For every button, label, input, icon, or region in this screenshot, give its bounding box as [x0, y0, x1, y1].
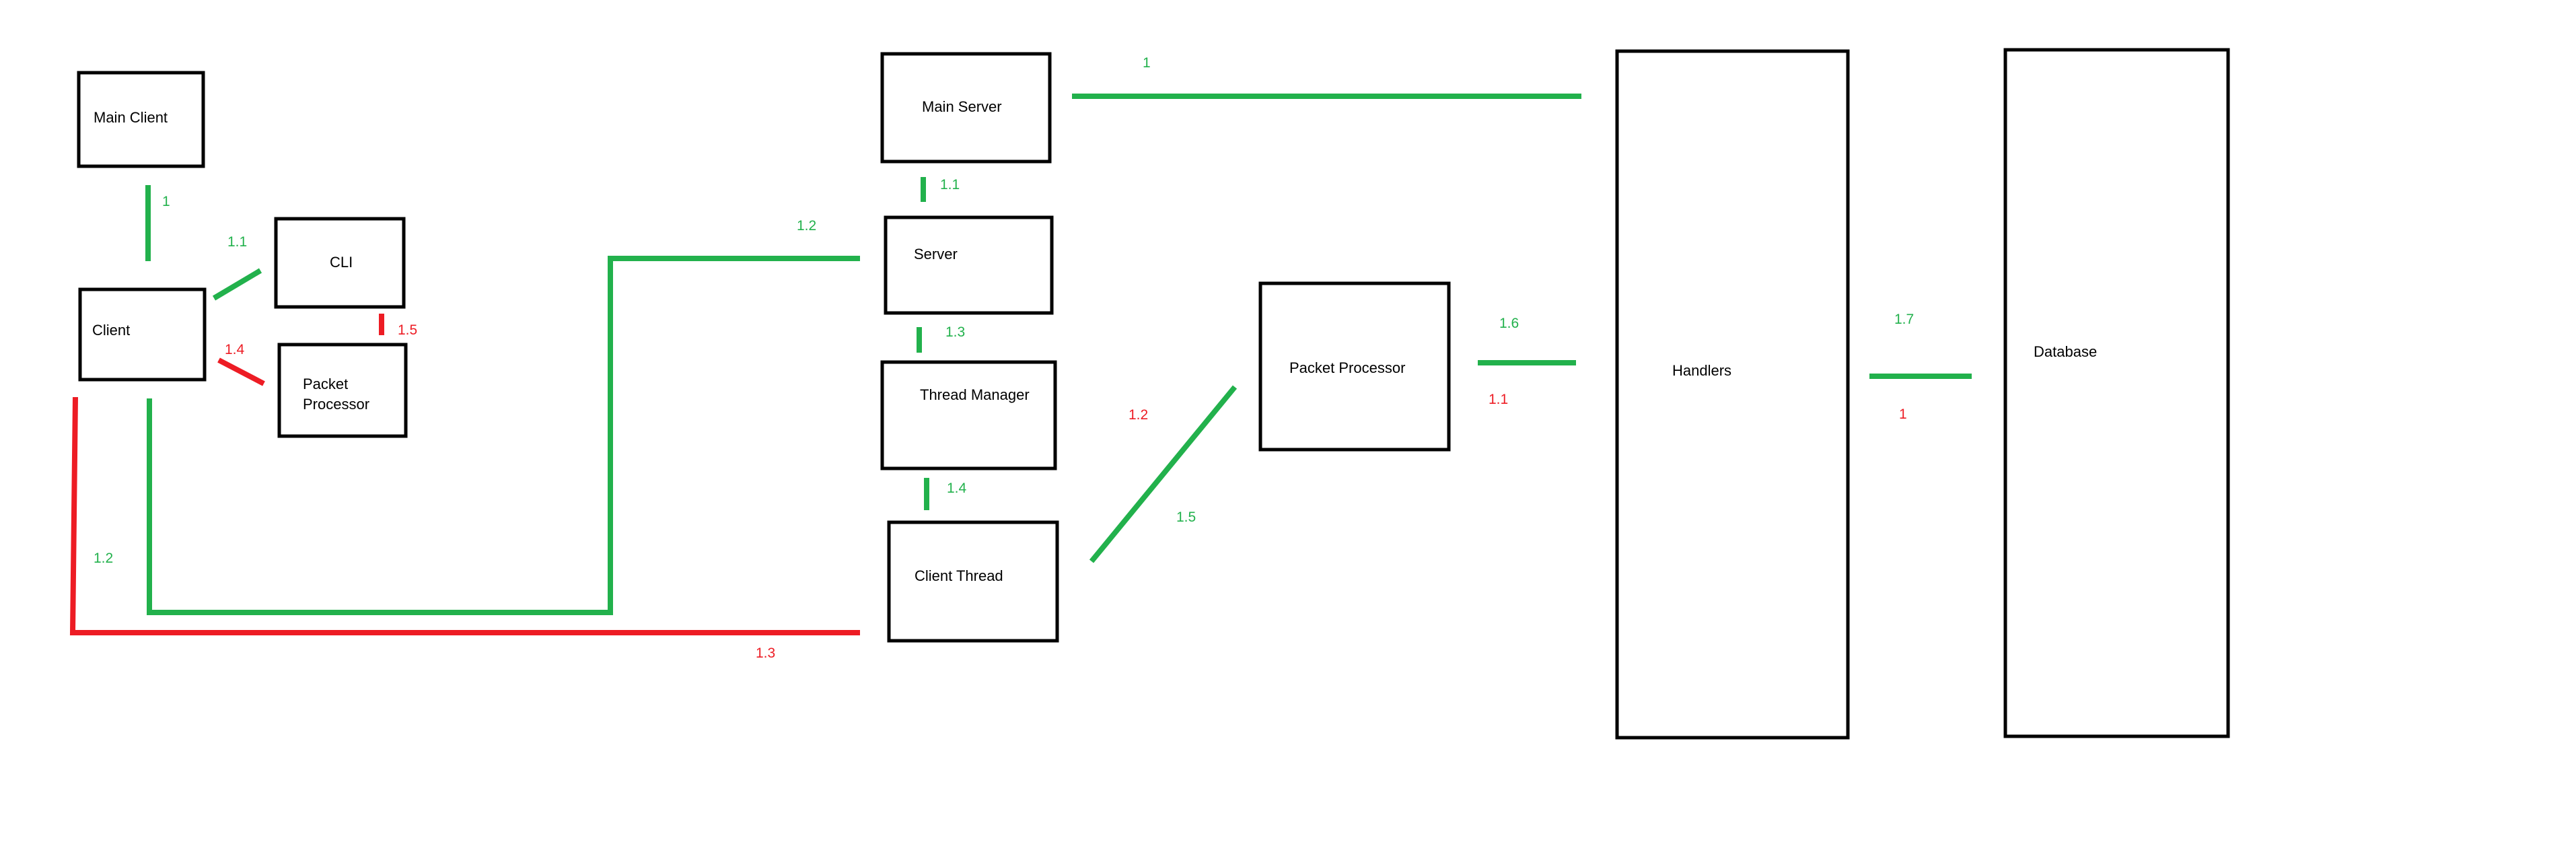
- edge-label-main-client-client: 1: [162, 194, 170, 209]
- edge-label-packet-processor-handlers-red: 1.1: [1489, 392, 1508, 407]
- node-server-packet-processor: Packet Processor: [1258, 281, 1451, 452]
- edge-label-client-packet-processor: 1.4: [225, 342, 245, 357]
- node-client-thread: Client Thread: [887, 520, 1059, 643]
- node-handlers-label: Handlers: [1672, 362, 1731, 379]
- edge-label-client-to-server: 1.2: [797, 218, 816, 234]
- node-main-server-label: Main Server: [922, 98, 1002, 115]
- node-main-server: Main Server: [880, 52, 1052, 164]
- edge-label-client-cli: 1.1: [227, 234, 247, 250]
- connector-client-cli: [212, 268, 262, 301]
- node-server-packet-processor-label: Packet Processor: [1289, 359, 1405, 376]
- edge-label-main-server-handlers: 1: [1143, 55, 1151, 71]
- node-client-packet-processor: Packet Processor: [277, 343, 408, 438]
- node-client-packet-processor-label-line1: Packet: [303, 376, 348, 392]
- node-thread-manager: Thread Manager: [880, 360, 1057, 470]
- node-thread-manager-label: Thread Manager: [920, 386, 1030, 403]
- connector-client-packet-processor: [217, 357, 265, 386]
- node-database-label: Database: [2034, 343, 2097, 360]
- node-client-label: Client: [92, 322, 130, 339]
- node-main-client-label: Main Client: [94, 109, 168, 126]
- edge-label-main-server-server: 1.1: [940, 177, 960, 192]
- edge-label-handlers-database-green: 1.7: [1894, 312, 1914, 327]
- edge-label-server-thread-manager: 1.3: [945, 324, 965, 340]
- node-cli: CLI: [274, 217, 406, 309]
- connector-client-client-thread-path: [69, 396, 860, 635]
- node-database: Database: [2003, 48, 2230, 738]
- edge-label-cli-packet-processor: 1.5: [398, 322, 417, 338]
- connector-client-server-path: [147, 256, 860, 615]
- node-handlers: Handlers: [1615, 49, 1850, 740]
- edge-label-handlers-database-red: 1: [1899, 407, 1907, 422]
- node-cli-label: CLI: [330, 254, 353, 271]
- node-server-label: Server: [914, 246, 958, 262]
- node-client-packet-processor-label-line2: Processor: [303, 396, 369, 413]
- edge-label-client-client-thread: 1.3: [756, 645, 775, 661]
- node-server: Server: [884, 215, 1054, 315]
- node-client: Client: [78, 287, 207, 382]
- edge-label-packet-processor-handlers-green: 1.6: [1499, 316, 1519, 331]
- edge-label-client-down: 1.2: [94, 551, 113, 566]
- edge-label-thread-manager-client-thread: 1.4: [947, 481, 967, 496]
- edge-label-client-thread-packet-processor-red: 1.2: [1129, 407, 1148, 423]
- node-client-thread-label: Client Thread: [915, 567, 1003, 584]
- node-main-client: Main Client: [77, 71, 205, 168]
- connector-client-thread-packet-processor: [1089, 385, 1238, 563]
- edge-label-client-thread-packet-processor-green: 1.5: [1176, 509, 1196, 525]
